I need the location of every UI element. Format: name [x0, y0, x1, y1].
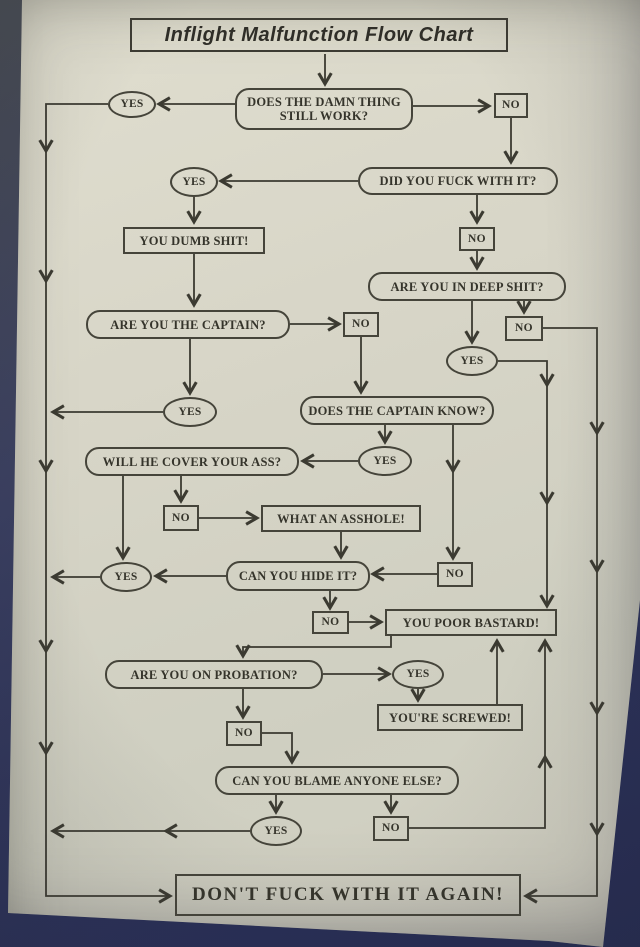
- edge-rail-right-to-dontfuck: [523, 833, 598, 904]
- node-yes-still-works: YES: [108, 91, 156, 118]
- node-are-you-in-deep-shit: ARE YOU IN DEEP SHIT?: [368, 272, 566, 301]
- edge-yesdeep-elbow: [498, 360, 555, 388]
- node-no-cant-hide: NO: [312, 611, 349, 634]
- node-no-wont-cover: NO: [163, 505, 199, 531]
- node-no-deep-shit: NO: [505, 316, 543, 341]
- edge-poorbastard-to-probation: [235, 636, 392, 659]
- edge-rail-left-to-dontfuck: [45, 831, 173, 904]
- node-are-you-the-captain: ARE YOU THE CAPTAIN?: [86, 310, 290, 339]
- node-yes-can-hide: YES: [100, 562, 152, 592]
- node-what-an-asshole: WHAT AN ASSHOLE!: [261, 505, 421, 532]
- node-no-cant-blame: NO: [373, 816, 409, 841]
- node-did-you-fuck-with-it: DID YOU FUCK WITH IT?: [358, 167, 558, 195]
- edge-rail-left-start: [38, 103, 108, 154]
- node-dont-fuck-with-it-again: DON'T FUCK WITH IT AGAIN!: [175, 874, 521, 916]
- node-yes-blame-someone: YES: [250, 816, 302, 846]
- node-youre-screwed: YOU'RE SCREWED!: [377, 704, 523, 731]
- node-no-not-on-probation: NO: [226, 721, 262, 746]
- node-no-didnt-fuck-with-it: NO: [459, 227, 495, 251]
- node-no-still-works: NO: [494, 93, 528, 118]
- node-yes-fucked-with-it: YES: [170, 167, 218, 197]
- node-will-he-cover-your-ass: WILL HE COVER YOUR ASS?: [85, 447, 299, 476]
- chart-title: Inflight Malfunction Flow Chart: [130, 18, 508, 52]
- node-yes-captain: YES: [163, 397, 217, 427]
- node-no-not-captain: NO: [343, 312, 379, 337]
- node-are-you-on-probation: ARE YOU ON PROBATION?: [105, 660, 323, 689]
- node-you-poor-bastard: YOU POOR BASTARD!: [385, 609, 557, 636]
- node-can-you-hide-it: CAN YOU HIDE IT?: [226, 561, 370, 591]
- edge-noblame-elbow-up: [409, 754, 553, 829]
- node-yes-on-probation: YES: [392, 660, 444, 689]
- node-yes-deep-shit: YES: [446, 346, 498, 376]
- node-does-the-damn-thing-still-work: DOES THE DAMN THING STILL WORK?: [235, 88, 413, 130]
- node-you-dumb-shit: YOU DUMB SHIT!: [123, 227, 265, 254]
- node-no-captain-doesnt-know: NO: [437, 562, 473, 587]
- node-yes-captain-knows: YES: [358, 446, 412, 476]
- edges: [38, 54, 605, 904]
- edge-nodeep-elbow: [543, 327, 605, 436]
- node-can-you-blame-anyone-else: CAN YOU BLAME ANYONE ELSE?: [215, 766, 459, 795]
- node-does-the-captain-know: DOES THE CAPTAIN KNOW?: [300, 396, 494, 425]
- edge-noprobation-to-blame: [262, 732, 300, 765]
